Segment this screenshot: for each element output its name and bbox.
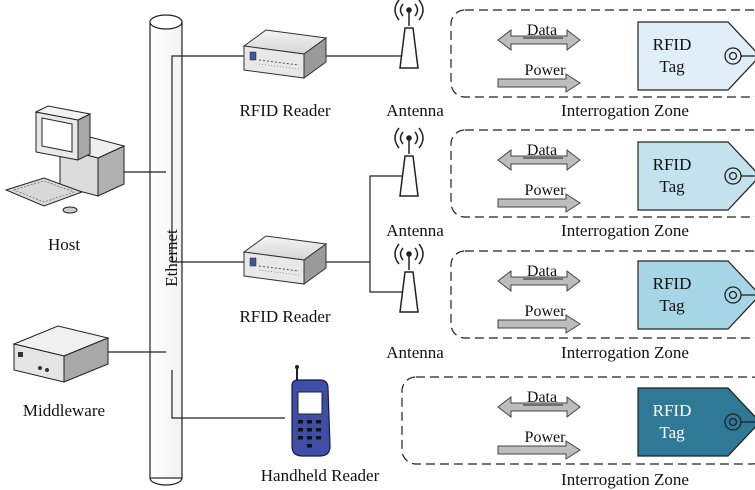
interrogation-zone-4: Data Power RFID Tag bbox=[401, 376, 755, 465]
interrogation-zone-3: Data Power RFID Tag bbox=[450, 250, 755, 339]
rfid-reader-2-label: RFID Reader bbox=[239, 307, 330, 326]
rfid-tag-label-line1: RFID bbox=[653, 35, 692, 54]
power-label: Power bbox=[525, 182, 567, 199]
host-label: Host bbox=[48, 235, 80, 254]
network-links bbox=[108, 55, 409, 419]
antenna-1-icon bbox=[394, 0, 424, 69]
rfid-reader-2-icon bbox=[243, 235, 327, 285]
antenna-2-label: Antenna bbox=[386, 221, 444, 240]
rfid-tag-label-line2: Tag bbox=[659, 423, 685, 442]
rfid-tag-2: RFID Tag bbox=[637, 141, 755, 211]
middleware-server-icon bbox=[12, 325, 110, 383]
rfid-reader-1-label: RFID Reader bbox=[239, 101, 330, 120]
interrogation-zone-4-label: Interrogation Zone bbox=[561, 470, 689, 489]
rfid-tag-1: RFID Tag bbox=[637, 21, 755, 91]
antenna-3-label: Antenna bbox=[386, 343, 444, 362]
power-label: Power bbox=[525, 303, 567, 320]
middleware-label: Middleware bbox=[23, 401, 105, 420]
power-label: Power bbox=[525, 62, 567, 79]
interrogation-zone-2-label: Interrogation Zone bbox=[561, 221, 689, 240]
rfid-tag-label-line2: Tag bbox=[659, 296, 685, 315]
interrogation-zone-1-label: Interrogation Zone bbox=[561, 101, 689, 120]
handheld-reader-label: Handheld Reader bbox=[261, 466, 380, 485]
interrogation-zone-3-label: Interrogation Zone bbox=[561, 343, 689, 362]
antenna-3-icon bbox=[394, 243, 424, 313]
data-label: Data bbox=[527, 263, 557, 280]
data-label: Data bbox=[527, 142, 557, 159]
ethernet-bus: Ethernet bbox=[149, 14, 183, 486]
rfid-reader-1-icon bbox=[243, 29, 327, 79]
handheld-reader-icon bbox=[291, 365, 331, 457]
rfid-tag-label-line1: RFID bbox=[653, 155, 692, 174]
rfid-tag-label-line2: Tag bbox=[659, 57, 685, 76]
rfid-tag-label-line2: Tag bbox=[659, 177, 685, 196]
interrogation-zone-2: Data Power RFID Tag bbox=[450, 129, 755, 218]
rfid-tag-3: RFID Tag bbox=[637, 260, 755, 330]
antenna-1-label: Antenna bbox=[386, 101, 444, 120]
host-computer-icon bbox=[4, 105, 126, 214]
power-label: Power bbox=[525, 429, 567, 446]
rfid-tag-4: RFID Tag bbox=[637, 387, 755, 457]
interrogation-zone-1: Data Power RFID Tag bbox=[450, 9, 755, 98]
antenna-2-icon bbox=[394, 127, 424, 197]
rfid-tag-label-line1: RFID bbox=[653, 401, 692, 420]
rfid-tag-label-line1: RFID bbox=[653, 274, 692, 293]
data-label: Data bbox=[527, 22, 557, 39]
data-label: Data bbox=[527, 389, 557, 406]
